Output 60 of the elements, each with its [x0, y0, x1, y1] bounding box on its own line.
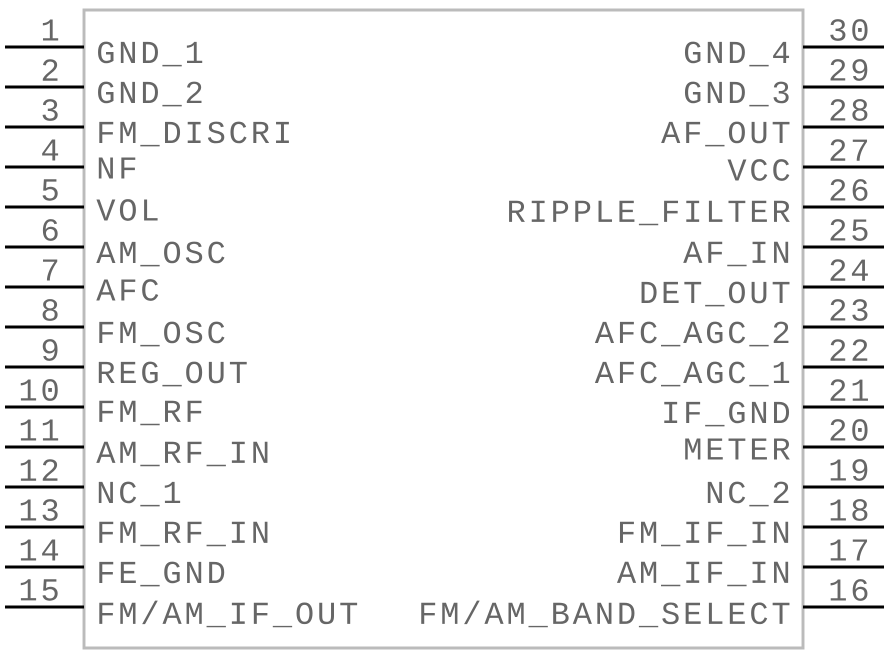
pin-name: FE_GND	[99, 562, 224, 586]
pin-name: FM/AM_BAND_SELECT	[421, 600, 790, 628]
pin-number: 12	[20, 459, 58, 481]
pin-number: 13	[20, 499, 58, 521]
pin-name: AM_IF_IN	[616, 562, 788, 586]
pin-name: AFC_AGC_1	[594, 362, 790, 386]
pin-number: 19	[830, 459, 868, 481]
pin-name: IF_GND	[664, 402, 790, 426]
pin-number: 4	[42, 139, 58, 161]
pin-number: 1	[42, 19, 58, 41]
pin-name: AM_RF_IN	[96, 442, 268, 466]
pin-number: 22	[830, 339, 868, 361]
pin-name: FM_RF_IN	[99, 522, 268, 546]
pin-number: 17	[830, 539, 868, 561]
pin-name: REG_OUT	[98, 362, 247, 386]
pin-name: RIPPLE_FILTER	[509, 200, 790, 226]
pin-number: 23	[830, 299, 868, 321]
pin-number: 29	[830, 59, 868, 81]
pin-name: METER	[685, 438, 790, 460]
pin-number: 14	[20, 539, 58, 561]
pin-name: FM_OSC	[99, 322, 224, 346]
pin-name: DET_OUT	[642, 282, 790, 306]
pin-number: 7	[43, 259, 58, 281]
pin-name: AF_IN	[683, 242, 788, 266]
pin-name: VOL	[96, 199, 158, 221]
pin-number: 2	[42, 59, 58, 81]
pin-number: 28	[830, 99, 868, 121]
pin-number: 21	[830, 379, 868, 401]
pin-number: 25	[830, 219, 868, 241]
pin-number: 11	[20, 419, 58, 441]
pin-name: NC_2	[708, 482, 788, 506]
pin-number: 27	[830, 139, 868, 161]
pin-name: FM_RF	[99, 400, 202, 426]
pin-number: 26	[830, 179, 868, 201]
pin-name: GND_2	[98, 82, 202, 106]
pin-name: FM_IF_IN	[620, 522, 788, 546]
pin-number: 15	[20, 579, 58, 601]
pin-name: GND_1	[98, 42, 202, 66]
pin-name: AFC_AGC_2	[594, 322, 788, 346]
pin-name: AF_OUT	[661, 122, 790, 146]
pin-number: 18	[830, 499, 868, 521]
pin-number: 9	[42, 339, 58, 361]
pin-name: VCC	[728, 159, 790, 181]
pin-name: FM/AM_IF_OUT	[99, 600, 358, 628]
pin-name: AM_OSC	[96, 242, 224, 266]
pin-name: AFC	[96, 279, 158, 301]
pin-number: 10	[20, 379, 58, 401]
pin-number: 16	[830, 579, 868, 601]
pin-number: 5	[42, 179, 58, 201]
pin-number: 20	[830, 419, 868, 441]
pin-number: 8	[42, 299, 58, 321]
pin-name: NF	[98, 157, 136, 179]
pin-number: 6	[42, 219, 58, 241]
pin-name: NC_1	[98, 482, 180, 506]
pin-number: 24	[830, 259, 868, 281]
pin-name: GND_3	[684, 82, 789, 106]
pin-number: 3	[42, 99, 58, 121]
pin-name: GND_4	[684, 42, 790, 66]
pin-name: FM_DISCRI	[99, 122, 289, 146]
pin-number: 30	[830, 19, 868, 41]
